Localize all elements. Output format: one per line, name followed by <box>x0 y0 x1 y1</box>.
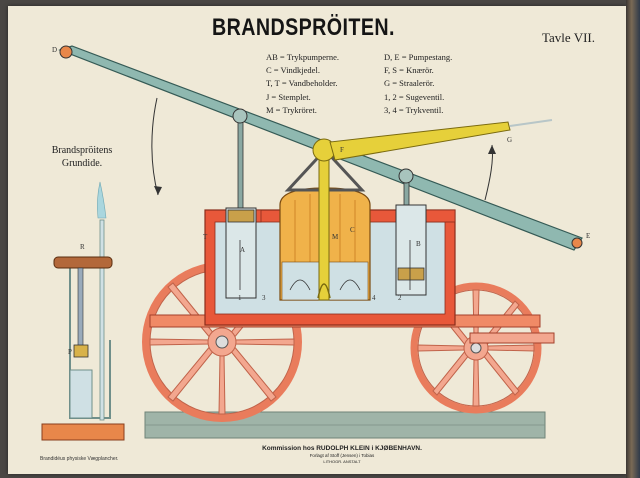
piston-rod-a <box>237 114 244 216</box>
label-1: 1 <box>238 294 242 302</box>
footer-publisher: Kommission hos RUDOLPH KLEIN i KJØBENHAV… <box>262 445 422 452</box>
plate-number: Tavle VII. <box>542 30 595 45</box>
label-e: E <box>586 232 591 240</box>
water-jet <box>509 119 553 127</box>
legend-item: 1, 2 = Sugeventil. <box>384 91 445 102</box>
label-m: M <box>332 233 339 241</box>
beam-end-d <box>59 45 73 59</box>
side-title: Brandspröitens Grundide. <box>42 144 122 170</box>
label-r: R <box>80 243 85 251</box>
label-g: G <box>507 136 513 144</box>
label-3: 3 <box>262 294 266 302</box>
footer: Kommission hos RUDOLPH KLEIN i KJØBENHAV… <box>222 445 462 464</box>
credit-line: Brandidéus physiske Vægplancher. <box>40 456 119 462</box>
legend-item: F, S = Knærör. <box>384 65 434 76</box>
label-a: A <box>240 246 246 254</box>
poster-title: BRANDSPRÖITEN. <box>212 14 395 41</box>
side-jet <box>97 181 107 219</box>
nozzle-g <box>329 121 511 161</box>
legend-item: T, T = Vandbeholder. <box>266 78 338 89</box>
legend-right: D, E = Pumpestang. F, S = Knærör. G = St… <box>384 51 452 117</box>
label-t: T <box>203 233 208 241</box>
side-handle <box>53 256 113 269</box>
pump-cylinder-b <box>395 204 427 296</box>
footer-lithograph: LITHOGR. ANSTALT <box>323 459 361 464</box>
side-title-line-1: Brandspröitens <box>51 145 113 156</box>
legend-item: M = Trykröret. <box>266 104 317 115</box>
label-2: 2 <box>398 294 402 302</box>
legend-item: J = Stemplet. <box>266 91 311 102</box>
label-f: F <box>340 146 344 154</box>
legend-item: C = Vindkjedel. <box>266 65 320 76</box>
base-block <box>41 423 125 441</box>
legend-item: AB = Trykpumperne. <box>266 52 340 62</box>
label-b: B <box>416 240 421 248</box>
axle-bar <box>469 332 555 344</box>
footer-printer: Forlagt af Stoff (Jensen) i Tobias <box>309 453 375 458</box>
wall-edge <box>626 0 640 478</box>
side-title-line-2: Grundide. <box>61 158 103 169</box>
flow-arrows <box>239 240 411 291</box>
label-c: C <box>350 226 355 234</box>
arrow-down <box>151 97 159 196</box>
legend-item: D, E = Pumpestang. <box>384 52 453 62</box>
legend-item: G = Straalerör. <box>384 78 435 89</box>
pump-cylinder-a <box>225 207 257 299</box>
label-d: D <box>52 46 58 54</box>
beam-end-e <box>571 237 583 249</box>
legend-left: AB = Trykpumperne. C = Vindkjedel. T, T … <box>266 51 339 117</box>
legend-item: 3, 4 = Trykventil. <box>384 104 444 115</box>
pressure-pipe <box>318 149 330 301</box>
side-pipe <box>99 219 105 421</box>
label-p: P <box>68 348 72 356</box>
label-4: 4 <box>372 294 376 302</box>
